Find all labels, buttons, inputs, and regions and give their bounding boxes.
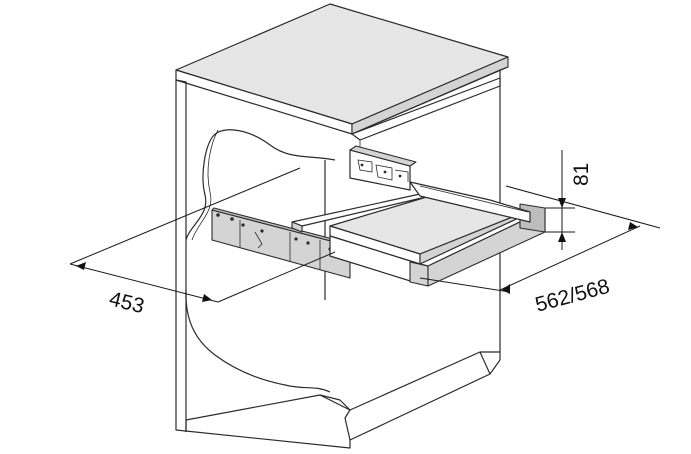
rear-mechanism	[357, 159, 409, 182]
plinth-cut	[319, 351, 491, 411]
cabinet-left-side	[175, 80, 351, 449]
height-label: 81	[570, 163, 593, 186]
drawer-left-rail-front	[291, 221, 303, 233]
right-long-rail	[409, 181, 531, 223]
cabinet-right-back-edge	[351, 69, 501, 135]
top-rail	[351, 77, 501, 141]
cutaway-outline	[185, 129, 336, 393]
cabinet	[175, 3, 509, 449]
drawer-assembly	[211, 145, 546, 287]
cabinet-floor-edge	[349, 351, 500, 411]
cabinet-left-panel-edge	[175, 79, 187, 432]
cutaway-inner	[191, 129, 219, 241]
cabinet-bottom	[185, 359, 501, 441]
width-label: 562/568	[533, 275, 612, 317]
dimension-height: 81	[545, 150, 593, 250]
rear-runner-top	[349, 145, 417, 167]
worktop-top	[175, 3, 509, 125]
depth-label: 453	[107, 287, 147, 318]
